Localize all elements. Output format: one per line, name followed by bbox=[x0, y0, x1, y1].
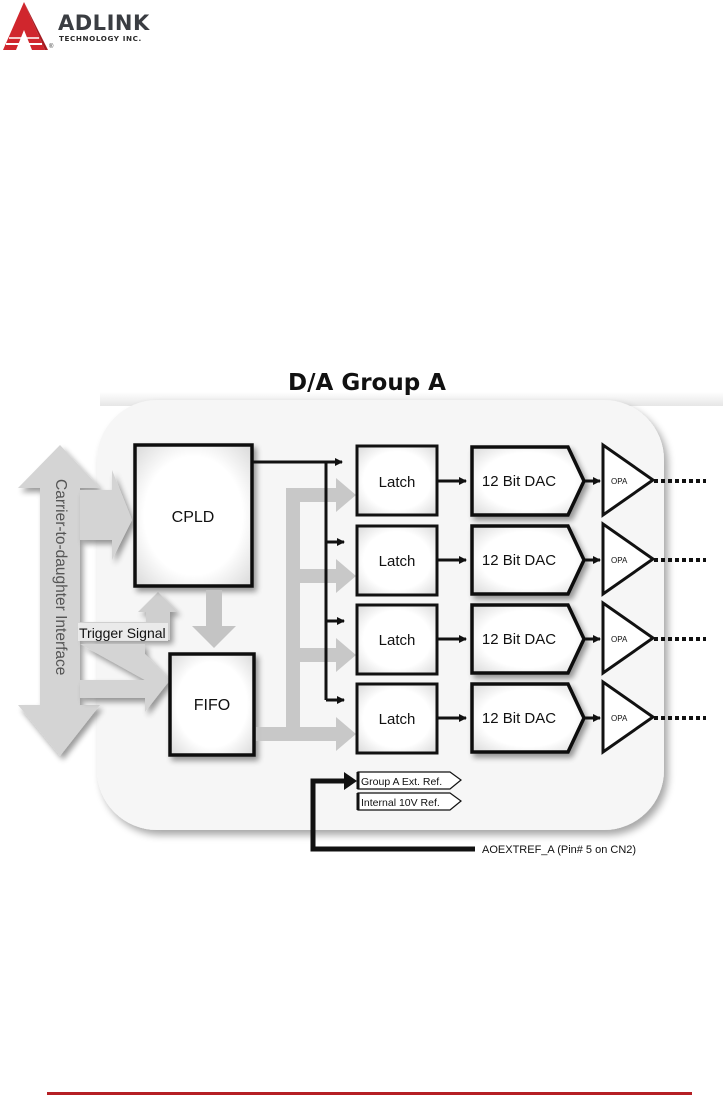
channel-row: Latch 12 Bit DAC OPA bbox=[355, 521, 706, 597]
footer-rule bbox=[47, 1092, 692, 1095]
latch-block bbox=[355, 603, 439, 676]
trigger-signal-label: Trigger Signal bbox=[79, 625, 166, 641]
interface-to-fifo-arrow bbox=[80, 644, 170, 712]
latch-label: Latch bbox=[379, 711, 416, 728]
cpld-label: CPLD bbox=[172, 509, 215, 526]
ext-ref-arrowhead bbox=[344, 772, 357, 790]
reference-selector: Group A Ext. Ref. Internal 10V Ref. bbox=[356, 771, 462, 811]
interface-bus-arrow bbox=[18, 445, 100, 756]
channel-row: Latch 12 Bit DAC OPA bbox=[355, 442, 706, 518]
opa-block bbox=[601, 679, 656, 755]
internal-ref-label: Internal 10V Ref. bbox=[361, 797, 440, 809]
ext-ref-wire bbox=[310, 778, 475, 852]
dac-block bbox=[470, 603, 586, 675]
cpld-to-fifo-arrow bbox=[192, 590, 236, 648]
latch-block bbox=[355, 524, 439, 597]
channel-row: Latch 12 Bit DAC OPA bbox=[355, 679, 706, 755]
dac-block bbox=[470, 682, 586, 754]
dac-block bbox=[470, 524, 586, 596]
opa-label: OPA bbox=[611, 556, 628, 565]
latch-block bbox=[355, 444, 439, 517]
latch-label: Latch bbox=[379, 632, 416, 649]
interface-to-cpld-arrow bbox=[80, 470, 132, 560]
ext-ref-pin-label: AOEXTREF_A (Pin# 5 on CN2) bbox=[482, 844, 636, 856]
opa-block bbox=[601, 600, 656, 676]
latch-label: Latch bbox=[379, 474, 416, 491]
cpld-control-bus bbox=[253, 458, 345, 704]
diagram-title: D/A Group A bbox=[288, 370, 446, 396]
logo-subtitle: TECHNOLOGY INC. bbox=[59, 34, 142, 43]
cpld-block bbox=[133, 443, 254, 588]
dac-block bbox=[470, 445, 586, 517]
adlink-triangle-icon bbox=[3, 2, 48, 50]
logo-wordmark: ADLINK bbox=[58, 11, 150, 35]
registered-mark: ® bbox=[49, 44, 54, 50]
dac-label: 12 Bit DAC bbox=[482, 473, 556, 490]
adlink-logo: ADLINK TECHNOLOGY INC. ® bbox=[0, 0, 200, 60]
opa-label: OPA bbox=[611, 477, 628, 486]
opa-label: OPA bbox=[611, 635, 628, 644]
latch-label: Latch bbox=[379, 553, 416, 570]
dac-label: 12 Bit DAC bbox=[482, 710, 556, 727]
fifo-label: FIFO bbox=[194, 697, 230, 714]
opa-block bbox=[601, 521, 656, 597]
fifo-block bbox=[168, 652, 256, 757]
latch-block bbox=[355, 682, 439, 755]
trigger-label-bg bbox=[78, 623, 168, 641]
channel-row: Latch 12 Bit DAC OPA bbox=[355, 600, 706, 676]
ext-ref-label: Group A Ext. Ref. bbox=[361, 776, 442, 788]
dac-label: 12 Bit DAC bbox=[482, 631, 556, 648]
opa-label: OPA bbox=[611, 714, 628, 723]
dac-label: 12 Bit DAC bbox=[482, 552, 556, 569]
interface-label: Carrier-to-daughter Interface bbox=[52, 479, 69, 675]
opa-block bbox=[601, 442, 656, 518]
